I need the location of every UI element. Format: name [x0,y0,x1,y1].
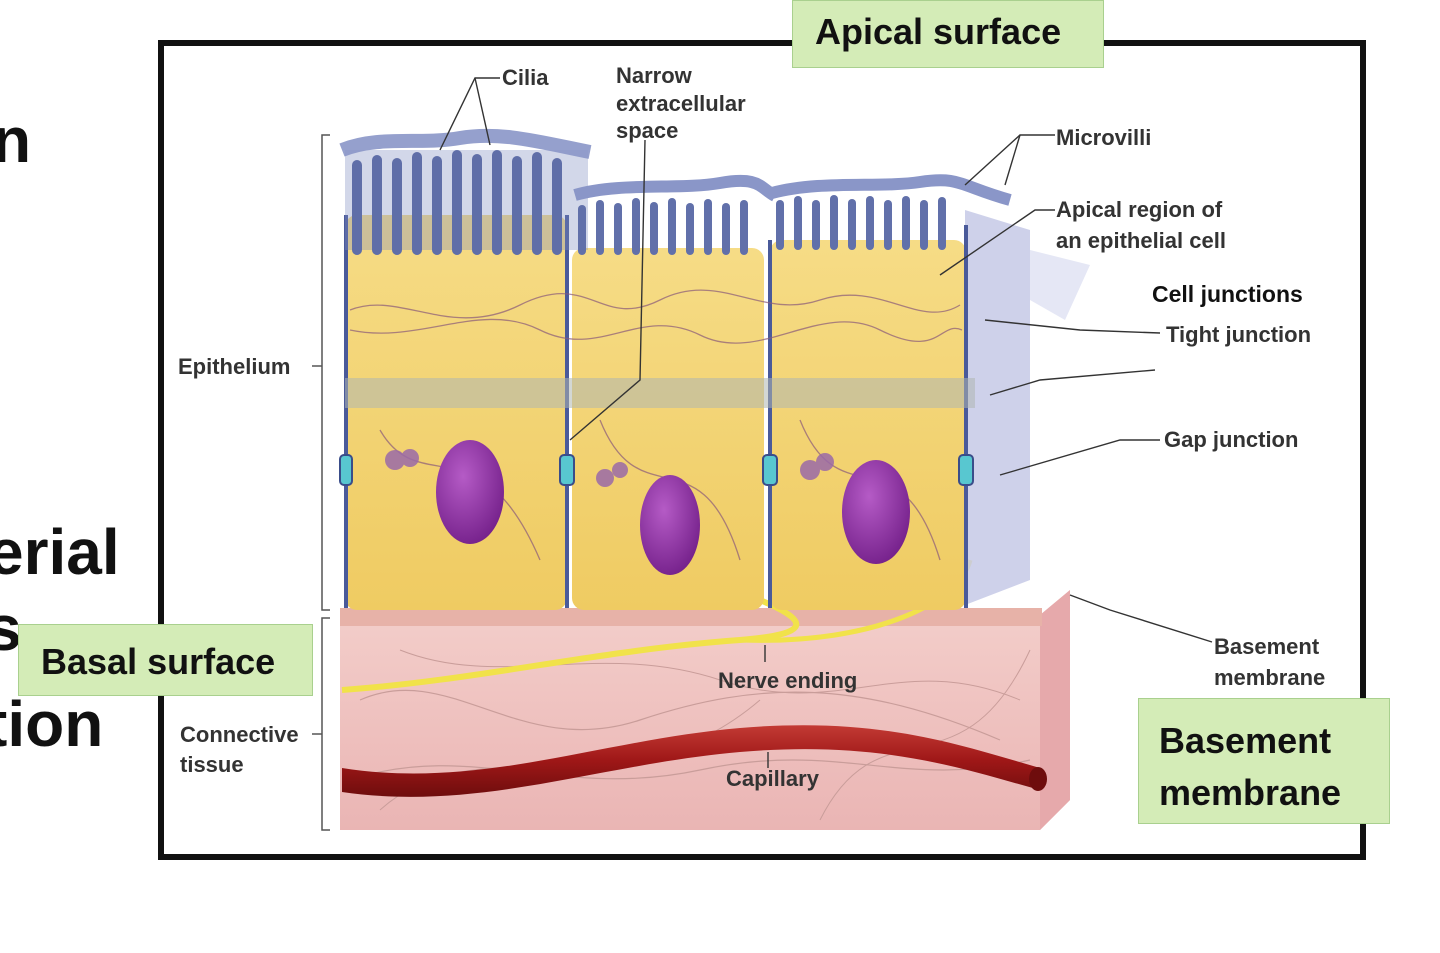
basal-surface-callout-text: Basal surface [41,641,276,682]
label-gap-junction: Gap junction [1164,427,1299,452]
capillary-vessel [342,725,1047,797]
basal-surface-callout: Basal surface [18,624,313,696]
nucleus-3 [842,460,910,564]
label-cell-junctions: Cell junctions [1152,281,1303,307]
slide-text-fragment-2: erial [0,516,120,588]
slide-text-fragment-3: s [0,592,22,664]
basement-membrane-callout: Basement membrane [1138,698,1390,824]
cilia-group [345,150,588,250]
label-connective-line-2: tissue [180,752,244,777]
apical-surface-callout: Apical surface [792,0,1104,68]
label-apical-region-line-1: Apical region of [1056,197,1223,222]
label-basement-membrane: Basement membrane [1214,631,1325,693]
lateral-membrane-sheet [965,210,1030,605]
label-basement-line-2: membrane [1214,665,1326,690]
label-connective-line-1: Connective [180,722,299,747]
label-connective-tissue: Connective tissue [180,720,299,780]
label-narrow-line-2: extracellular [616,90,746,116]
label-apical-region-line-2: an epithelial cell [1056,228,1226,253]
label-narrow-line-3: space [616,118,679,143]
leader-lines [439,77,1213,768]
slide-text-fragment-1: n [0,104,32,176]
label-epithelium: Epithelium [178,354,291,379]
connective-tissue-bracket [312,617,330,831]
label-microvilli: Microvilli [1056,125,1152,150]
epithelial-cell-2 [572,248,764,610]
basement-callout-line-1: Basement [1159,720,1332,761]
epithelial-cell-1 [345,215,567,610]
label-nerve-ending: Nerve ending [718,668,858,693]
label-tight-junction: Tight junction [1166,322,1312,347]
epithelial-cell-3 [770,240,966,610]
label-basement-line-1: Basement [1214,634,1320,659]
slide-text-fragment-4: tion [0,688,104,760]
label-narrow-extracellular-space: Narrow extracellular space [616,62,746,145]
nucleus-2 [640,475,700,575]
apical-surface-callout-text: Apical surface [815,11,1062,52]
label-apical-region: Apical region of an epithelial cell [1056,194,1226,256]
label-narrow-line-1: Narrow [616,63,692,88]
epithelium-bracket [312,134,330,611]
label-cilia: Cilia [502,65,549,90]
basement-callout-line-2: membrane [1159,772,1342,813]
nerve-fiber [341,597,800,693]
label-capillary: Capillary [726,766,819,791]
nucleus-1 [436,440,504,544]
